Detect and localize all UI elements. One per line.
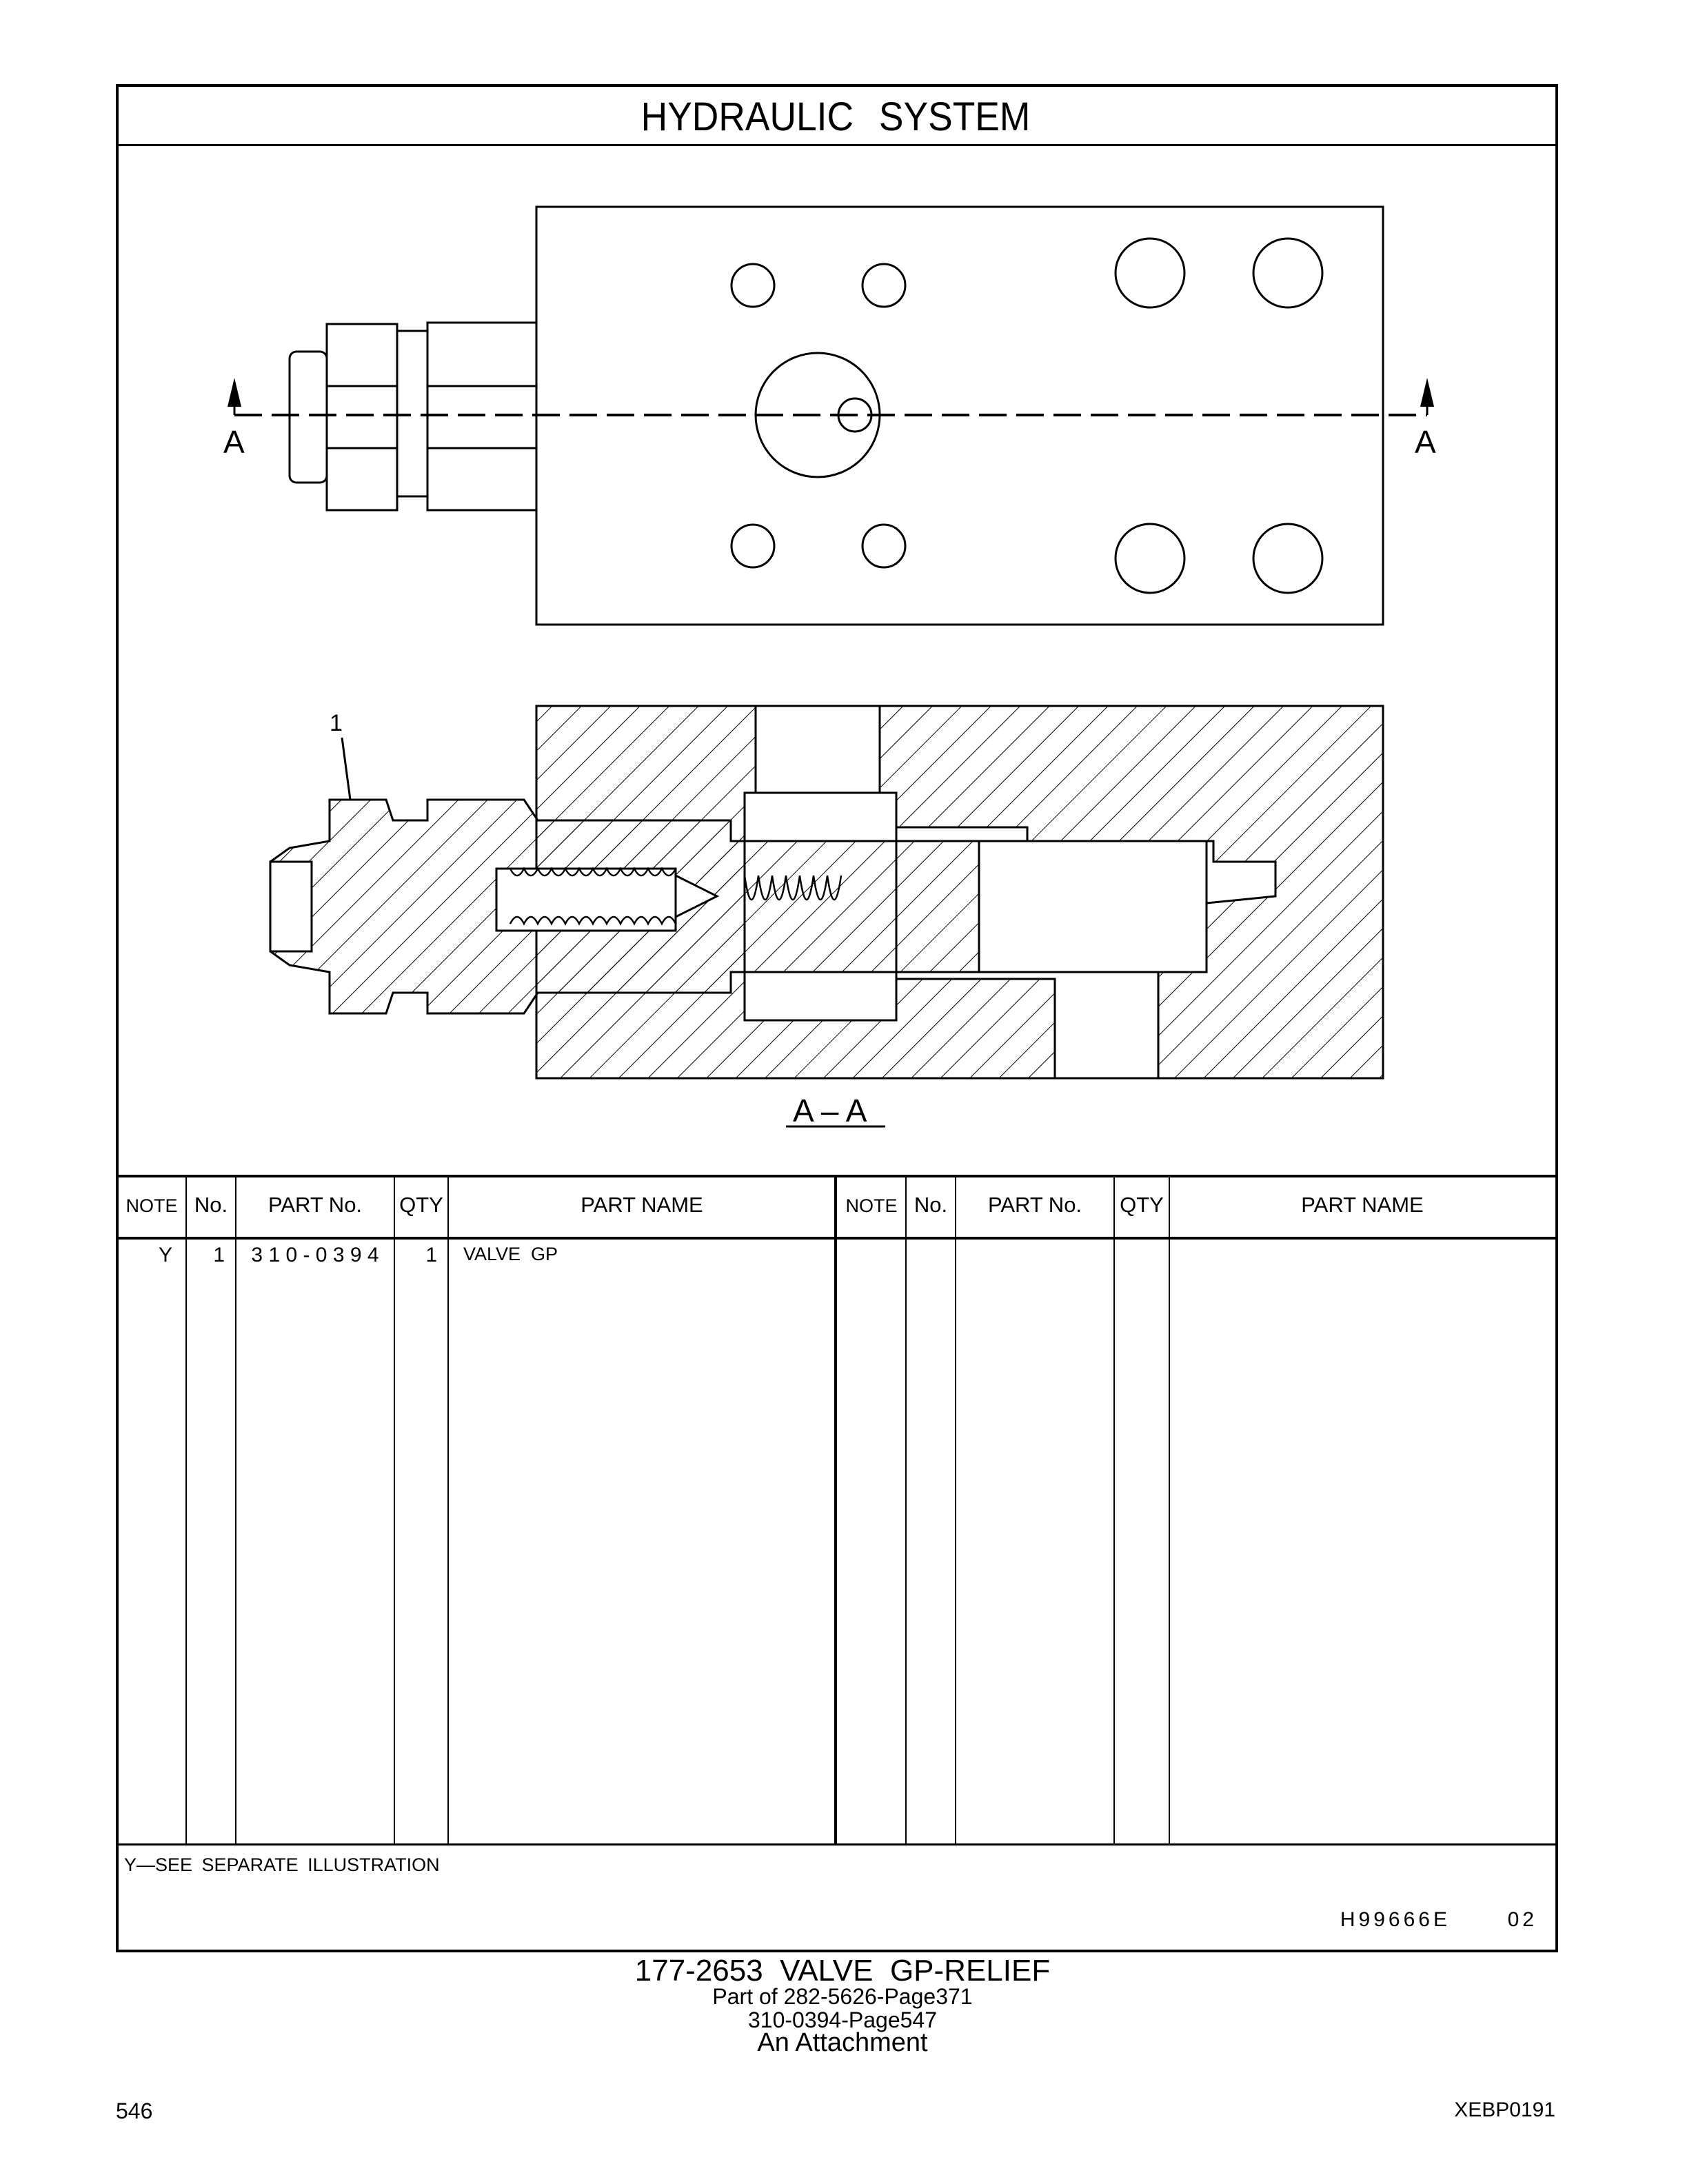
header-no: No. (194, 1193, 228, 1217)
header-note: NOTE (845, 1195, 898, 1216)
col-divider (1169, 1176, 1170, 1845)
row-note: Y (158, 1244, 172, 1266)
illustration-ref: H99666E 02 (1340, 1908, 1537, 1931)
callout-number: 1 (330, 710, 343, 736)
col-divider (955, 1176, 956, 1845)
header-qty: QTY (399, 1193, 443, 1217)
page-frame (116, 84, 1558, 1952)
section-arrow-left (228, 378, 241, 407)
header-part-no: PART No. (987, 1193, 1082, 1217)
caption-line1: Part of 282-5626-Page371 (712, 1984, 973, 2009)
col-divider (905, 1176, 907, 1845)
caption-line2: 310-0394-Page547 (747, 2008, 937, 2032)
caption-line3: An Attachment (757, 2028, 928, 2057)
section-view-label: A – A (793, 1093, 867, 1129)
col-divider (447, 1176, 449, 1845)
top-view (233, 205, 1429, 626)
section-label-left: A (223, 424, 245, 460)
col-divider (394, 1176, 395, 1845)
col-divider (1113, 1176, 1115, 1845)
header-part-name: PART NAME (1301, 1193, 1424, 1217)
section-arrow-right (1420, 378, 1434, 407)
caption-title: 177-2653 VALVE GP-RELIEF (634, 1954, 1051, 1988)
header-note: NOTE (125, 1195, 178, 1216)
page-number: 546 (116, 2099, 153, 2123)
row-part-no: 3 1 0 - 0 3 9 4 (251, 1244, 379, 1266)
header-qty: QTY (1120, 1193, 1164, 1217)
header-no: No. (914, 1193, 948, 1217)
title-band: HYDRAULIC SYSTEM (116, 84, 1555, 146)
page-title: HYDRAULIC SYSTEM (640, 94, 1031, 139)
header-part-name: PART NAME (581, 1193, 703, 1217)
row-part-name: VALVE GP (463, 1244, 558, 1264)
section-view (269, 705, 1384, 1080)
col-divider (235, 1176, 236, 1845)
section-label-right: A (1415, 424, 1436, 460)
doc-code: XEBP0191 (1454, 2099, 1555, 2121)
header-part-no: PART No. (268, 1193, 363, 1217)
footnote: Y—SEE SEPARATE ILLUSTRATION (124, 1854, 440, 1875)
col-divider (185, 1176, 187, 1845)
row-qty: 1 (425, 1244, 437, 1266)
callout-leader (341, 737, 352, 800)
col-divider (834, 1176, 837, 1845)
row-no: 1 (213, 1244, 225, 1266)
